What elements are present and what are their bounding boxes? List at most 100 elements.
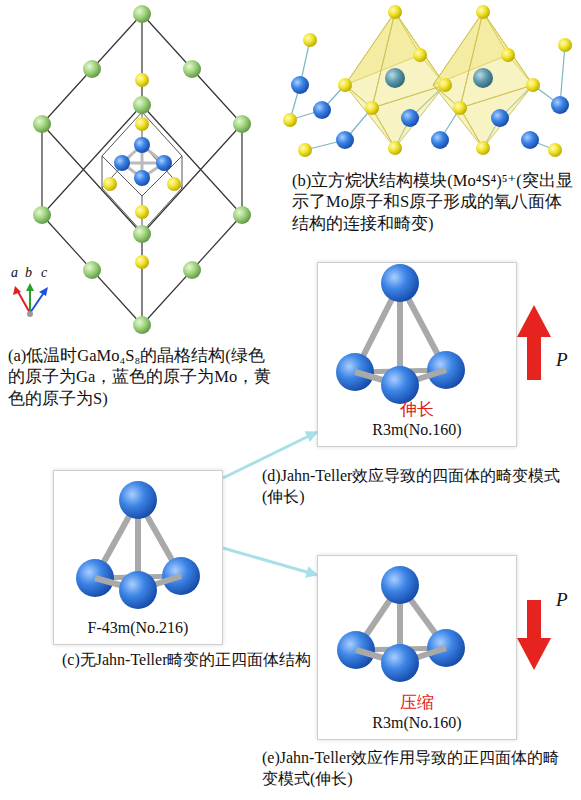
illustration-circle xyxy=(133,96,151,114)
illustration-circle xyxy=(298,143,312,157)
illustration-circle xyxy=(291,76,309,94)
illustration-circle xyxy=(119,571,157,609)
illustration-circle xyxy=(103,177,117,191)
axis-label: b xyxy=(25,264,32,282)
caption: (d)Jahn-Teller效应导致的四面体的畸变模式(伸长) xyxy=(262,466,567,508)
illustration-circle xyxy=(183,60,201,78)
illustration-path xyxy=(39,287,48,296)
illustration-circle xyxy=(83,60,101,78)
text-stack: 压缩R3m(No.160) xyxy=(318,692,516,733)
illustration-circle xyxy=(476,5,490,19)
illustration-polygon xyxy=(517,305,551,337)
text-stack: 伸长R3m(No.160) xyxy=(318,399,516,440)
space-group-label: F-43m(No.216) xyxy=(54,618,222,638)
illustration-circle xyxy=(548,143,562,157)
axis-label: a xyxy=(11,264,18,282)
illustration-circle xyxy=(133,5,151,23)
illustration-circle xyxy=(381,566,419,604)
space-group-label: R3m(No.160) xyxy=(318,713,516,733)
illustration-circle xyxy=(336,131,354,149)
illustration-circle xyxy=(401,109,419,127)
space-group-label: R3m(No.160) xyxy=(318,420,516,440)
illustration-circle xyxy=(135,117,149,131)
polarization-label: P xyxy=(556,348,568,373)
polarization-arrow-up xyxy=(517,305,551,380)
illustration-circle xyxy=(338,78,352,92)
illustration-circle xyxy=(501,48,515,62)
tetrahedron-compressed xyxy=(337,566,465,682)
illustration-circle xyxy=(521,131,539,149)
illustration-circle xyxy=(283,113,297,127)
illustration-rect xyxy=(527,333,541,380)
illustration-circle xyxy=(135,205,149,219)
illustration-path xyxy=(290,40,565,150)
illustration-circle xyxy=(313,101,331,119)
caption: (b)立方烷状结构模块(Mo⁴S⁴)⁵⁺(突出显示了Mo原子和S原子形成的氧八面… xyxy=(292,170,576,234)
tetrahedron-elongated xyxy=(336,264,465,404)
structure-box: 伸长R3m(No.160) xyxy=(317,262,517,447)
illustration-path xyxy=(26,283,34,291)
illustration-circle xyxy=(388,5,402,19)
illustration-path xyxy=(13,286,21,295)
illustration-circle xyxy=(33,206,51,224)
illustration-circle xyxy=(133,225,151,243)
illustration-circle xyxy=(233,115,251,133)
illustration-path xyxy=(42,14,242,325)
illustration-line xyxy=(17,290,30,313)
illustration-circle xyxy=(381,264,419,302)
caption: (e)Jahn-Teller效应作用导致的正四面体的畸变模式(伸长) xyxy=(262,748,567,790)
illustration-circle xyxy=(388,141,402,155)
illustration-polygon xyxy=(517,638,551,670)
illustration-circle xyxy=(119,481,157,519)
illustration-circle xyxy=(381,366,419,404)
illustration-line xyxy=(30,291,45,313)
illustration-circle xyxy=(233,206,251,224)
illustration-circle xyxy=(156,155,172,171)
illustration-line xyxy=(29,288,31,313)
axis-icon xyxy=(13,283,48,317)
illustration-circle xyxy=(491,109,509,127)
illustration-circle xyxy=(83,261,101,279)
illustration-circle xyxy=(135,255,149,269)
illustration-circle xyxy=(134,137,150,153)
illustration-circle xyxy=(431,131,449,149)
illustration-circle xyxy=(558,38,572,52)
mode-label: 压缩 xyxy=(318,692,516,713)
polarization-arrow-down xyxy=(517,600,551,670)
illustration-circle xyxy=(114,155,130,171)
lattice-illustration xyxy=(33,5,251,334)
tetrahedron-regular xyxy=(76,481,200,609)
illustration-circle xyxy=(476,141,490,155)
illustration-circle xyxy=(27,311,33,317)
polarization-label: P xyxy=(556,588,568,613)
illustration-circle xyxy=(303,33,317,47)
illustration-g xyxy=(345,12,533,148)
illustration-circle xyxy=(385,68,405,88)
illustration-circle xyxy=(134,170,150,186)
illustration-circle xyxy=(365,101,379,115)
structure-box: F-43m(No.216) xyxy=(53,470,223,645)
illustration-rect xyxy=(527,600,541,640)
illustration-circle xyxy=(381,644,419,682)
cubane-illustration xyxy=(283,5,572,157)
mode-label: 伸长 xyxy=(318,399,516,420)
illustration-circle xyxy=(135,73,149,87)
illustration-circle xyxy=(453,101,467,115)
illustration-circle xyxy=(526,78,540,92)
illustration-path xyxy=(102,112,182,232)
transition-arrow xyxy=(223,548,317,575)
illustration-circle xyxy=(183,261,201,279)
axis-label: c xyxy=(41,264,47,282)
caption: (a)低温时GaMo₄S₈的晶格结构(绿色的原子为Ga，蓝色的原子为Mo，黄色的… xyxy=(8,345,280,409)
illustration-circle xyxy=(167,177,181,191)
illustration-circle xyxy=(551,96,569,114)
illustration-circle xyxy=(33,115,51,133)
structure-box: 压缩R3m(No.160) xyxy=(317,555,517,740)
caption: (c)无Jahn-Teller畸变的正四面体结构 xyxy=(62,650,312,671)
illustration-circle xyxy=(413,48,427,62)
illustration-circle xyxy=(438,78,452,92)
text-stack: F-43m(No.216) xyxy=(54,618,222,638)
illustration-g xyxy=(290,40,565,150)
